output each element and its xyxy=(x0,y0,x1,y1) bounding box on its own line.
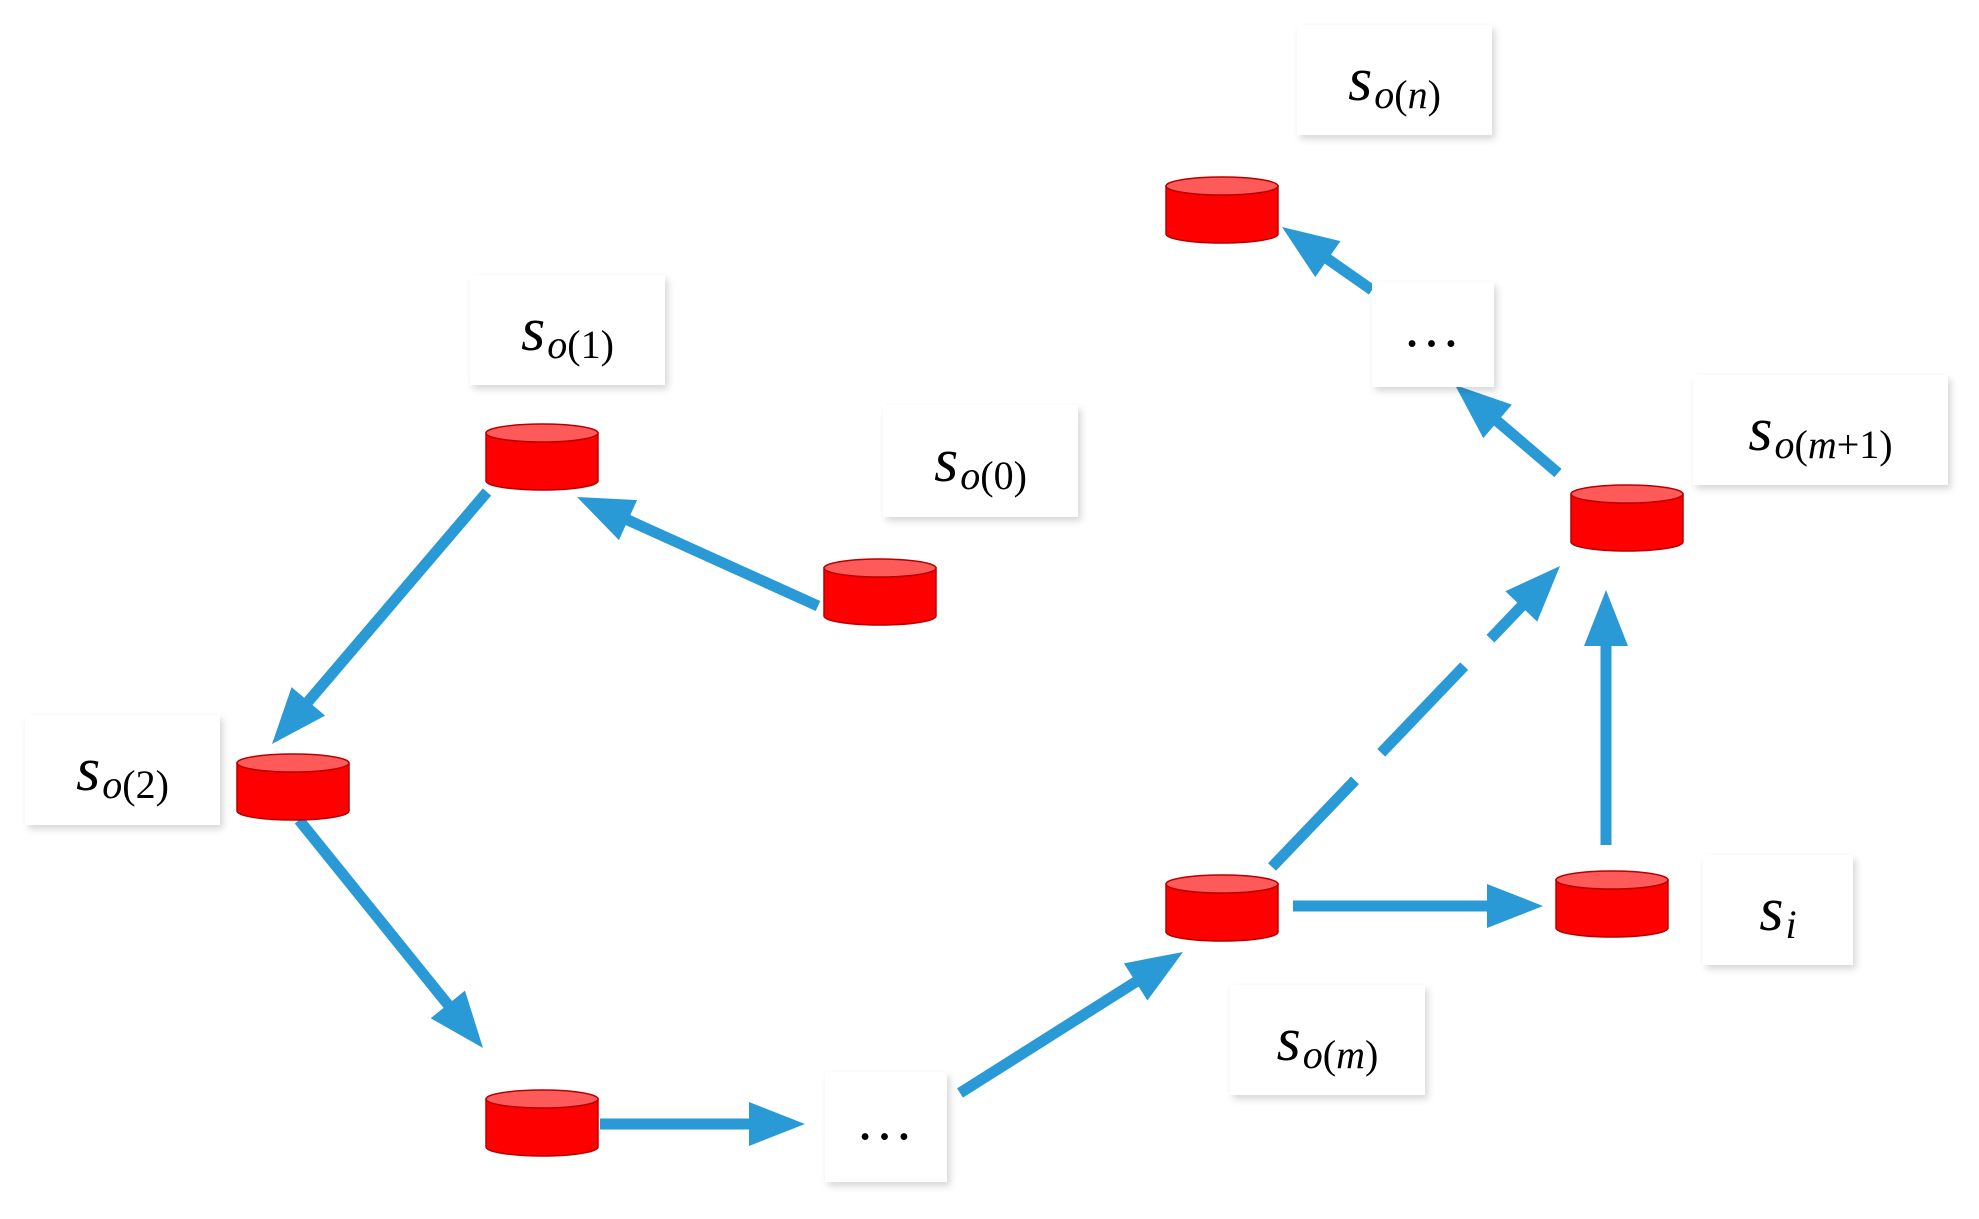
edge-som-si-arrow xyxy=(1293,884,1543,928)
edge-si-som1-arrow xyxy=(1584,590,1628,845)
ellipsis-top: … xyxy=(1372,282,1494,387)
node-som-cylinder xyxy=(1165,874,1279,942)
node-so3-cylinder xyxy=(485,1089,599,1157)
edge-som-som1-arrow xyxy=(1268,566,1560,871)
edge-ellipsis-top-son-arrow xyxy=(1282,227,1376,295)
node-si-cylinder xyxy=(1555,870,1669,938)
edge-som1-ellipsis-top-arrow xyxy=(1455,385,1562,478)
node-so0-cylinder xyxy=(823,558,937,626)
node-so2-cylinder xyxy=(236,753,350,821)
node-son-cylinder xyxy=(1165,176,1279,244)
edge-so3-ellipsis-bottom-arrow xyxy=(600,1102,805,1146)
edge-so0-so1-arrow xyxy=(577,497,821,612)
edges-layer xyxy=(272,227,1628,1146)
edge-ellipsis-bottom-som-arrow xyxy=(957,952,1183,1098)
node-so1-cylinder xyxy=(485,423,599,491)
edge-so2-so3-arrow xyxy=(294,816,483,1048)
node-som1-cylinder xyxy=(1570,484,1684,552)
edge-so1-so2-arrow xyxy=(272,488,492,744)
ellipsis-bottom: … xyxy=(825,1072,947,1182)
nodes-layer xyxy=(236,176,1684,1157)
